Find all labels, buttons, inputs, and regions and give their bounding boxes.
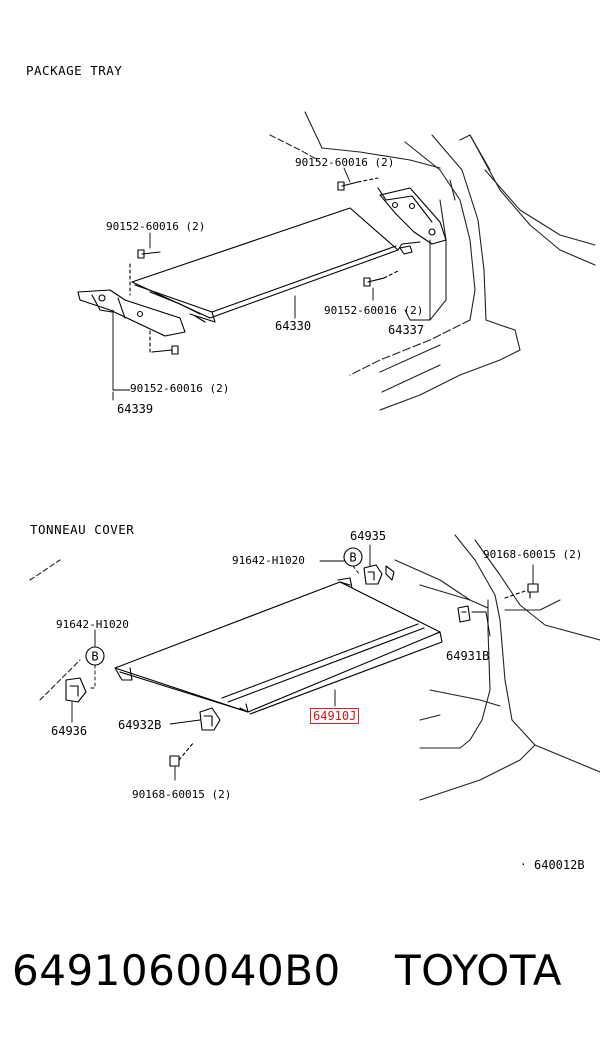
bolt-upper-right (337, 177, 379, 191)
highlighted-part-number: 64910J (310, 708, 360, 724)
clip-b-left-letter: B (91, 650, 98, 664)
tonneau-cover-title: TONNEAU COVER (30, 522, 135, 537)
label-clip-left: 91642-H1020 (56, 618, 129, 631)
holder-64936 (65, 677, 87, 703)
label-bolt-bottom: 90152-60016 (2) (130, 382, 230, 395)
label-cover-64910j: 64910J (310, 708, 360, 724)
figure-code: 640012B (534, 858, 585, 872)
figure-code-dot: · (520, 858, 527, 871)
holder-64935 (363, 564, 395, 585)
package-tray-board-64330 (131, 207, 421, 323)
tonneau-body-structure (29, 534, 600, 801)
bolt-left-lower (149, 329, 179, 355)
label-screw-top: 90168-60015 (2) (483, 548, 583, 561)
screw-top-right (504, 583, 539, 599)
holder-64931b (457, 605, 471, 623)
clip-b-top-letter: B (349, 551, 356, 565)
screw-bottom (169, 741, 195, 767)
package-tray-title: PACKAGE TRAY (26, 63, 123, 78)
label-holder-64932b: 64932B (118, 718, 162, 732)
left-bracket-64339 (77, 289, 186, 337)
label-holder-64935: 64935 (350, 529, 387, 543)
bolt-left-upper (129, 249, 161, 296)
holder-64932b (199, 707, 221, 731)
bolt-right-lower (363, 269, 401, 287)
label-clip-top: 91642-H1020 (232, 554, 305, 567)
tonneau-cover-64910j (114, 577, 443, 715)
label-bracket-64339: 64339 (117, 402, 154, 416)
tonneau-leaders (71, 544, 534, 781)
package-tray-leaders (112, 167, 431, 401)
footer-brand: TOYOTA (395, 946, 562, 995)
label-holder-64936: 64936 (51, 724, 88, 738)
label-bolt-top: 90152-60016 (2) (295, 156, 395, 169)
right-bracket-64337 (377, 187, 447, 245)
package-tray-body-structure (269, 111, 596, 411)
label-bolt-left: 90152-60016 (2) (106, 220, 206, 233)
label-tray-64330: 64330 (275, 319, 312, 333)
label-holder-64931b: 64931B (446, 649, 490, 663)
label-bolt-right: 90152-60016 (2) (324, 304, 424, 317)
label-bracket-64337: 64337 (388, 323, 425, 337)
label-screw-bottom: 90168-60015 (2) (132, 788, 232, 801)
footer-part-number: 6491060040B0 (12, 946, 341, 995)
